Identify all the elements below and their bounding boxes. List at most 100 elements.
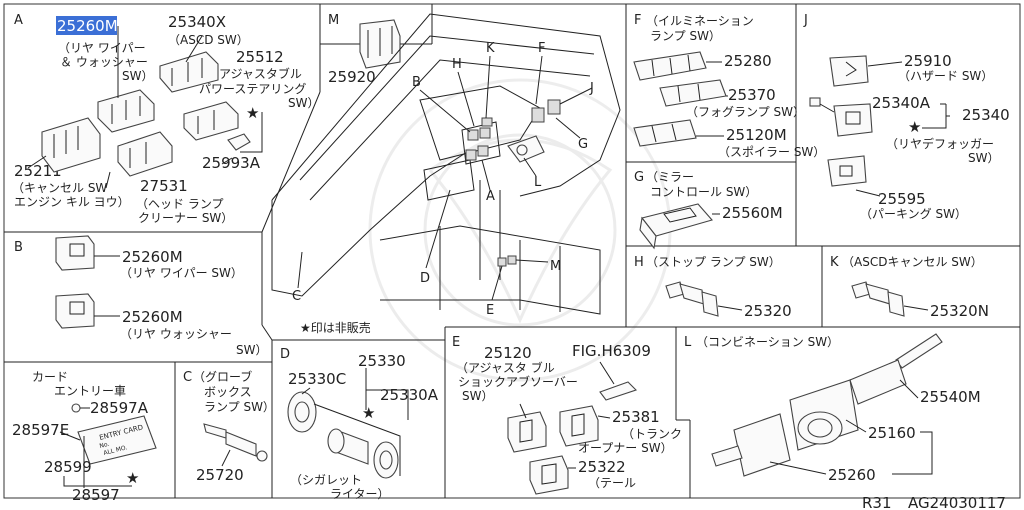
switch-icon [55, 293, 95, 329]
callout-letter: C [292, 289, 301, 304]
switch-icon [117, 131, 173, 177]
switch-icon [633, 119, 697, 147]
part-number[interactable]: FIG.H6309 [572, 342, 651, 360]
part-desc: （パーキング SW） [860, 207, 967, 221]
switch-icon [97, 89, 155, 133]
part-number[interactable]: 25120M [726, 126, 787, 144]
part-number[interactable]: 25340 [962, 106, 1010, 124]
bezel-icon [599, 381, 638, 401]
section-title: （ミラー [646, 170, 694, 184]
part-desc: （フォグランプ SW） [686, 105, 805, 119]
part-number[interactable]: 25340A [872, 94, 931, 112]
footer: R31 AG24030117 [862, 494, 1006, 510]
section-title: ランプ SW） [204, 400, 275, 414]
entry-card-icon: ENTRY CARD No. ALL MO. [77, 415, 157, 465]
section-letter: A [14, 13, 23, 28]
part-number-highlighted[interactable]: 25260M [57, 17, 118, 35]
model-code: R31 [862, 494, 892, 510]
part-number[interactable]: 28597A [90, 399, 149, 417]
part-number[interactable]: 25330C [288, 370, 346, 388]
section-letter: K [830, 255, 839, 270]
part-number[interactable]: 27531 [140, 177, 188, 195]
part-number[interactable]: 25260M [122, 248, 183, 266]
switch-icon [159, 51, 219, 93]
part-desc: （スポイラー SW） [718, 145, 825, 159]
star-mark: ★ [362, 404, 375, 422]
part-desc: （アジャスタ ブル [456, 360, 555, 375]
part-number[interactable]: 25160 [868, 424, 916, 442]
section-letter: L [684, 335, 692, 350]
callout-letter: D [420, 271, 430, 286]
star-note: ★印は非販売 [300, 320, 371, 335]
section-title: （コンビネーション SW） [696, 335, 839, 349]
part-number[interactable]: 25910 [904, 52, 952, 70]
part-number[interactable]: 25340X [168, 13, 226, 31]
part-number[interactable]: 25920 [328, 68, 376, 86]
section-k: K （ASCDキャンセル SW） 25320N [830, 255, 989, 320]
switch-icon [507, 411, 547, 453]
part-desc: （ハザード SW） [898, 69, 993, 83]
part-number[interactable]: 25320 [744, 302, 792, 320]
part-desc: （ヘッド ランプ [136, 197, 223, 211]
part-number[interactable]: 25322 [578, 458, 626, 476]
star-mark: ★ [126, 469, 139, 487]
section-title: （ASCDキャンセル SW） [842, 255, 983, 269]
part-desc: SW） [968, 151, 999, 165]
section-c: C （グローブ ボックス ランプ SW） 25720 [183, 369, 275, 484]
section-title: （グローブ [193, 369, 252, 384]
part-number[interactable]: 25381 [612, 408, 660, 426]
part-number[interactable]: 25595 [878, 190, 926, 208]
part-number[interactable]: 25540M [920, 388, 981, 406]
part-number[interactable]: 25560M [722, 204, 783, 222]
part-number[interactable]: 25370 [728, 86, 776, 104]
callout-letter: B [412, 75, 421, 90]
part-number[interactable]: 25993A [202, 154, 261, 172]
part-desc: クリーナー SW） [138, 211, 233, 225]
star-mark: ★ [908, 118, 921, 136]
part-number[interactable]: 25512 [236, 48, 284, 66]
part-number[interactable]: 28599 [44, 458, 92, 476]
part-number[interactable]: 25330 [358, 352, 406, 370]
section-h: H （ストップ ランプ SW） 25320 [634, 255, 792, 320]
callout-letter: F [538, 41, 545, 56]
switch-icon [659, 79, 727, 107]
section-j: J 25910 （ハザード SW） 25340A 25340 ★ （リヤデフォッ… [803, 13, 1010, 221]
part-number[interactable]: 25330A [380, 386, 439, 404]
part-desc: （トランク [622, 427, 682, 441]
clip-icon [71, 403, 90, 413]
callout-letter: E [486, 303, 494, 318]
callout-letter: G [578, 137, 588, 152]
switch-icon [827, 155, 867, 187]
part-number[interactable]: 28597E [12, 421, 69, 439]
part-desc: SW） [122, 69, 153, 83]
switch-icon [359, 19, 401, 69]
part-number[interactable]: 25260M [122, 308, 183, 326]
part-desc: （リヤデフォッガー [886, 136, 994, 151]
part-number[interactable]: 28597 [72, 486, 120, 504]
section-e: E 25120 （アジャスタ ブル ショックアブソーバー SW） FIG.H63… [452, 335, 682, 495]
part-desc: （シガレット [290, 473, 362, 487]
part-number[interactable]: 25120 [484, 344, 532, 362]
callout-letter: L [534, 175, 542, 190]
mirror-switch-icon [639, 203, 713, 250]
section-g: G （ミラー コントロール SW） 25560M [634, 170, 783, 250]
part-desc: （リヤ ワイパー SW） [120, 266, 243, 280]
part-number[interactable]: 25260 [828, 466, 876, 484]
part-desc: （ASCD SW） [168, 33, 249, 47]
part-desc: SW） [236, 343, 267, 357]
star-mark: ★ [246, 104, 259, 122]
watermark-emblem [368, 78, 672, 382]
part-number[interactable]: 25280 [724, 52, 772, 70]
part-number[interactable]: 25720 [196, 466, 244, 484]
figure-code: AG24030117 [908, 494, 1006, 510]
section-title: ボックス [204, 385, 252, 399]
part-desc: （テール [588, 476, 636, 490]
section-letter: M [328, 13, 339, 28]
section-title: コントロール SW） [650, 185, 757, 199]
section-title: （イルミネーション [646, 14, 754, 28]
switch-icon [55, 235, 95, 271]
part-number[interactable]: 25320N [930, 302, 989, 320]
section-title: カード [32, 370, 68, 384]
